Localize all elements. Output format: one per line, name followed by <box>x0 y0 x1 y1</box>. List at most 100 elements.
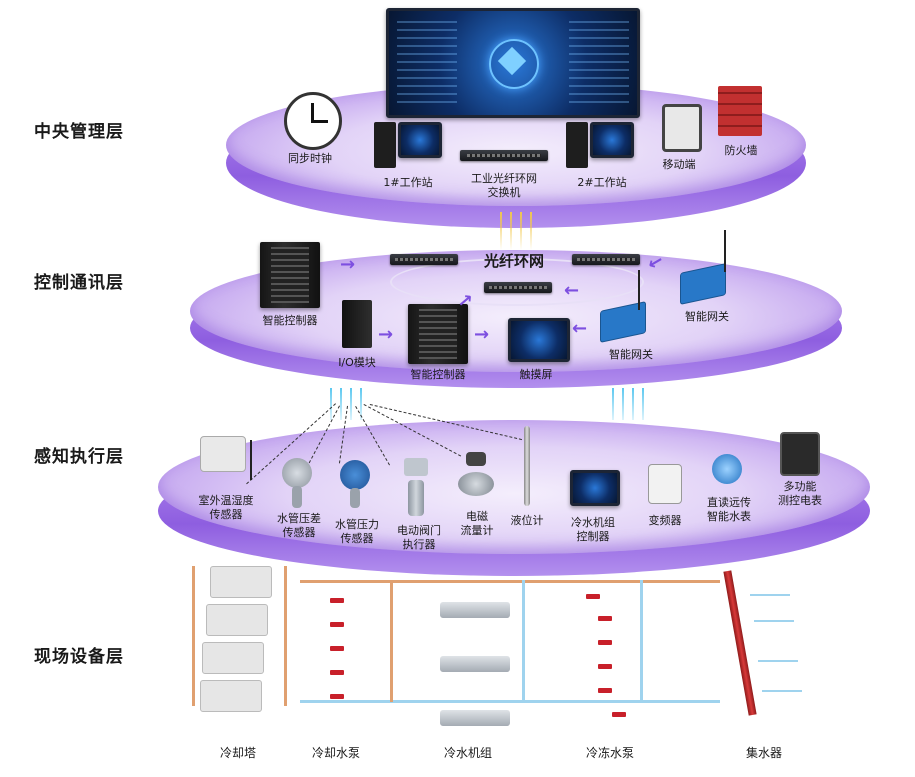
pipe-line <box>300 700 720 703</box>
sensor-stem <box>292 486 302 508</box>
sensing-label: 液位计 <box>510 514 544 527</box>
firewall-icon <box>718 86 762 136</box>
antenna-icon <box>638 270 640 310</box>
switch-icon <box>460 150 548 161</box>
switch-icon <box>390 254 458 265</box>
pipe-line <box>762 690 802 692</box>
beam-line <box>622 388 624 420</box>
pipe-line <box>754 620 794 622</box>
beam-line <box>500 212 502 250</box>
beam-line <box>360 388 362 420</box>
pipe-line <box>300 580 720 583</box>
level-gauge-icon <box>524 426 530 506</box>
flowmeter-icon <box>458 472 494 496</box>
sensing-label: 冷水机组 控制器 <box>571 516 615 543</box>
sensing-label: 室外温湿度 传感器 <box>198 494 254 521</box>
field-label-chilled-pump: 冷冻水泵 <box>586 746 635 760</box>
sensor-icon <box>200 436 246 472</box>
controller-left-label: 智能控制器 <box>262 314 318 327</box>
sensing-label: 电动阀门 执行器 <box>397 524 441 551</box>
pipe-line <box>284 566 287 706</box>
ws2-label: 2#工作站 <box>577 176 627 189</box>
beam-line <box>340 388 342 420</box>
field-label-chiller: 冷水机组 <box>444 746 493 760</box>
field-label-cooling-tower: 冷却塔 <box>220 746 257 760</box>
field-label-collector: 集水器 <box>746 746 783 760</box>
beam-line <box>510 212 512 250</box>
sensing-label: 电磁 流量计 <box>460 510 494 537</box>
pressure-sensor-icon <box>282 458 312 488</box>
computer-icon <box>590 122 634 158</box>
fiber-ring <box>390 258 644 306</box>
sensing-label: 水管压力 传感器 <box>335 518 379 545</box>
arrow-right-icon: → <box>474 324 490 345</box>
switch-icon <box>484 282 552 293</box>
pipe-line <box>390 580 393 702</box>
antenna-icon <box>724 230 726 272</box>
server-rack-icon <box>408 304 468 364</box>
layer-label-central: 中央管理层 <box>34 122 124 142</box>
sensing-disc <box>158 420 870 554</box>
arrow-right-icon: → <box>340 254 356 275</box>
pump-icon <box>330 694 344 699</box>
computer-tower-icon <box>374 122 396 168</box>
touchscreen-icon <box>508 318 570 362</box>
pump-icon <box>330 670 344 675</box>
pump-icon <box>598 664 612 669</box>
pump-icon <box>330 598 344 603</box>
touchscreen-label: 触摸屏 <box>519 368 553 381</box>
pump-icon <box>330 646 344 651</box>
gateway-right-label: 智能网关 <box>685 310 729 323</box>
dashboard-monitor-icon <box>386 8 640 118</box>
arrow-right-icon: → <box>378 324 394 345</box>
chiller-controller-icon <box>570 470 620 506</box>
pipe-line <box>750 594 790 596</box>
flowmeter-head <box>466 452 486 466</box>
pump-icon <box>330 622 344 627</box>
server-rack-icon <box>260 242 320 308</box>
power-meter-icon <box>780 432 820 476</box>
beam-line <box>530 212 532 250</box>
switch-icon <box>572 254 640 265</box>
arrow-left-icon: ← <box>572 318 588 339</box>
field-label-cooling-pump: 冷却水泵 <box>312 746 361 760</box>
pipe-line <box>522 580 525 702</box>
sensor-stem <box>350 488 360 508</box>
controller-mid-label: 智能控制器 <box>410 368 466 381</box>
arrow-left-icon: ← <box>564 280 580 301</box>
beam-line <box>642 388 644 420</box>
layer-label-field: 现场设备层 <box>34 647 124 667</box>
pump-icon <box>598 616 612 621</box>
chiller-icon <box>440 656 510 672</box>
beam-line <box>632 388 634 420</box>
ws1-label: 1#工作站 <box>383 176 433 189</box>
gateway-mid-label: 智能网关 <box>609 348 653 361</box>
antenna-icon <box>250 440 252 480</box>
io-module-label: I/O模块 <box>338 356 376 369</box>
mobile-label: 移动端 <box>662 158 696 171</box>
tablet-icon <box>662 104 702 152</box>
io-module-icon <box>342 300 372 348</box>
beam-line <box>520 212 522 250</box>
pump-icon <box>586 594 600 599</box>
valve-body <box>408 480 424 516</box>
clock-icon <box>284 92 342 150</box>
pipe-line <box>758 660 798 662</box>
sensing-label: 直读远传 智能水表 <box>707 496 751 523</box>
computer-icon <box>398 122 442 158</box>
clock-label: 同步时钟 <box>288 152 332 165</box>
layer-label-control: 控制通讯层 <box>34 273 124 293</box>
pump-icon <box>598 688 612 693</box>
layer-label-sensing: 感知执行层 <box>34 447 124 467</box>
beam-line <box>612 388 614 420</box>
pump-icon <box>612 712 626 717</box>
sensing-label: 水管压差 传感器 <box>277 512 321 539</box>
pressure-sensor-icon <box>340 460 370 490</box>
chiller-icon <box>440 710 510 726</box>
valve-icon <box>404 458 428 476</box>
cooling-tower-icon <box>200 566 276 716</box>
sensing-label: 多功能 测控电表 <box>778 480 822 507</box>
sensing-label: 变频器 <box>648 514 682 527</box>
water-meter-icon <box>712 454 742 484</box>
beam-line <box>350 388 352 420</box>
